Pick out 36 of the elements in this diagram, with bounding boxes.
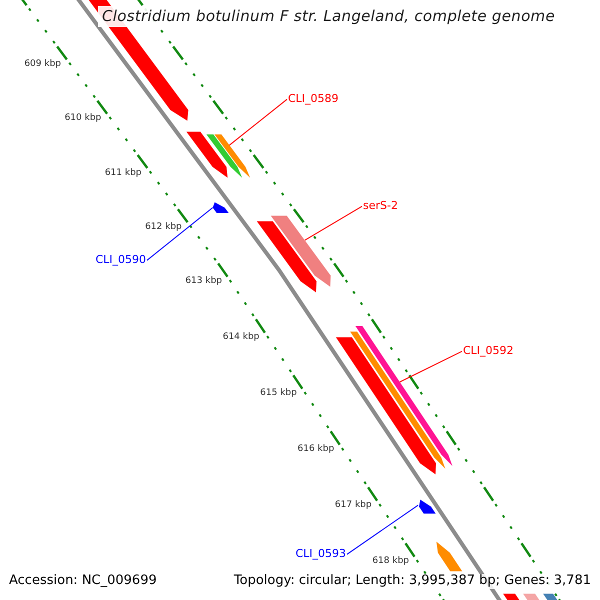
leader-line [146,207,214,261]
tick-label: 609 kbp [24,59,61,70]
tick-label: 610 kbp [64,113,102,124]
gene-feature [355,326,452,466]
gene-feature [419,500,436,514]
gene-feature [270,216,331,287]
gene-feature [214,134,250,178]
gene-feature [503,594,520,600]
tick-label: 613 kbp [185,276,222,286]
gene-label: CLI_0592 [463,345,514,358]
gene-label: CLI_0589 [288,93,339,106]
tick-label: 611 kbp [104,168,142,178]
gene-feature [436,542,462,572]
gene-label: serS-2 [363,200,398,213]
accession-text: Accession: NC_009699 [9,574,157,589]
tick-label: 614 kbp [222,332,260,342]
leader-line [304,206,362,241]
tick-label: 616 kbp [298,444,334,454]
tick-label: 617 kbp [334,500,372,510]
leader-line [228,98,288,146]
gene-feature [256,221,316,292]
gene-feature [336,337,436,474]
gene-label: CLI_0593 [295,548,346,561]
tick-label: 612 kbp [145,222,182,232]
leader-line [399,350,462,382]
gene-feature [350,332,446,469]
leader-line [346,504,419,555]
gene-feature [543,594,558,600]
gene-feature [206,134,242,178]
gene-label: CLI_0590 [95,254,146,267]
gene-feature [186,132,228,178]
gene-feature [523,594,540,600]
gene-feature [212,202,229,213]
tick-label: 615 kbp [260,388,297,398]
genome-info-text: Topology: circular; Length: 3,995,387 bp; Genes: 3,781 [234,574,591,589]
tick-label: 618 kbp [372,556,409,566]
